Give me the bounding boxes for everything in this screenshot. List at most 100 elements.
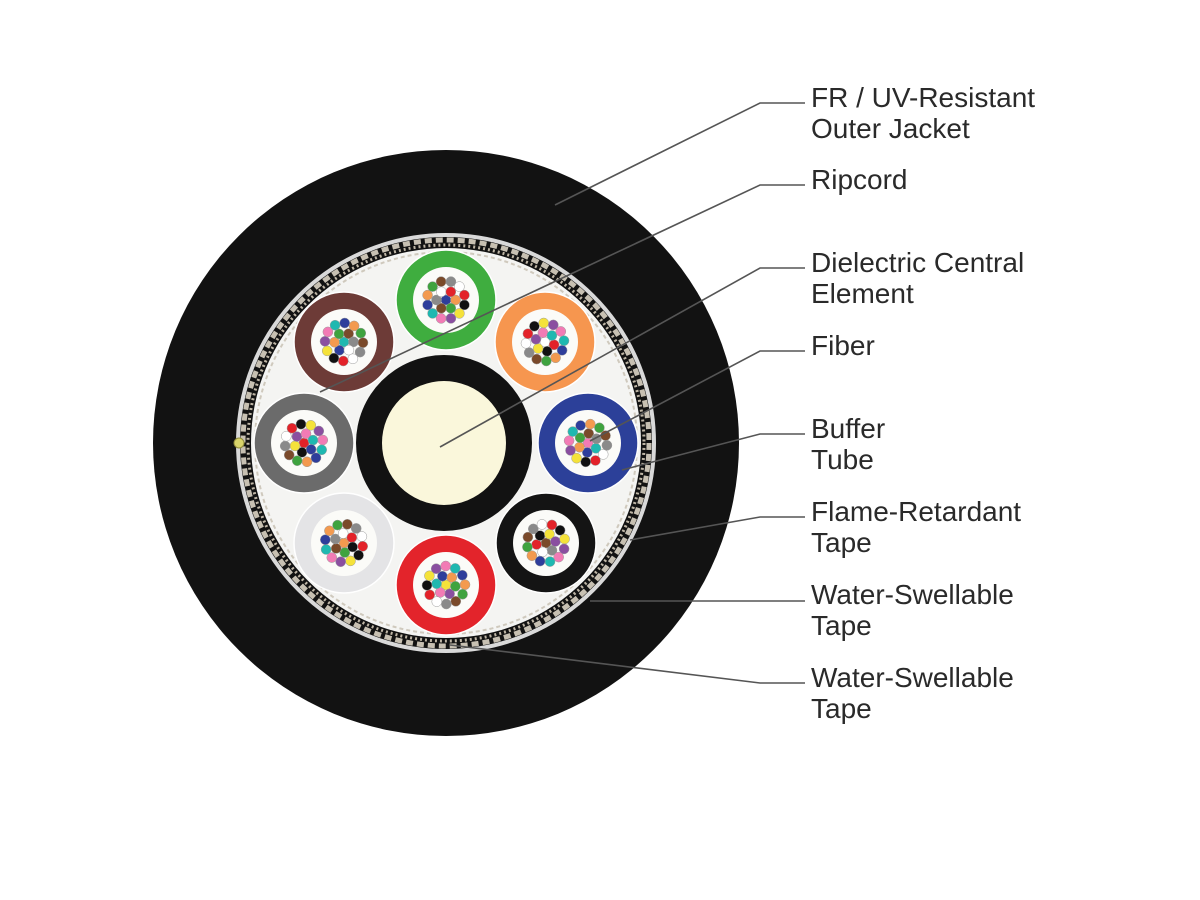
fiber xyxy=(343,344,355,356)
fiber xyxy=(424,589,435,601)
leader-line-fiber xyxy=(589,350,805,442)
fiber xyxy=(534,555,546,567)
fiber xyxy=(459,579,471,590)
green-buffer-tube xyxy=(395,249,497,351)
label-line: Tape xyxy=(811,693,872,724)
fiber xyxy=(346,532,358,543)
slate-buffer-tube xyxy=(253,392,355,494)
ripcord xyxy=(233,437,245,449)
fiber xyxy=(338,355,349,367)
fiber xyxy=(320,534,331,545)
fiber xyxy=(319,336,331,347)
fiber xyxy=(283,449,295,461)
fiber xyxy=(594,422,605,434)
fiber xyxy=(347,353,359,365)
label-line: Fiber xyxy=(811,330,875,361)
fiber xyxy=(523,347,535,358)
fiber xyxy=(326,552,338,563)
fiber xyxy=(550,536,561,547)
fiber xyxy=(522,328,534,339)
fiber xyxy=(563,435,575,446)
leader-line-water-swellable-tape-2 xyxy=(449,644,805,684)
water-swellable-tape-outer xyxy=(246,243,646,643)
fiber xyxy=(353,549,364,561)
fiber xyxy=(291,455,303,466)
leader-line-ripcord xyxy=(319,184,805,393)
fiber xyxy=(332,519,343,531)
fiber xyxy=(339,317,350,329)
dielectric-central-element xyxy=(382,381,506,505)
label-line: Tube xyxy=(811,444,874,475)
fiber xyxy=(553,551,564,563)
fiber xyxy=(295,418,307,430)
fiber xyxy=(434,587,446,598)
fiber xyxy=(289,440,301,452)
fiber xyxy=(313,425,325,437)
fiber xyxy=(348,320,360,332)
fiber xyxy=(320,544,332,555)
fiber xyxy=(301,456,313,468)
fiber xyxy=(357,337,369,348)
white-buffer-tube xyxy=(293,492,395,594)
fiber xyxy=(347,541,358,553)
fiber xyxy=(530,333,542,345)
fiber xyxy=(580,456,591,468)
fiber xyxy=(339,547,351,558)
fiber xyxy=(328,352,340,364)
fiber xyxy=(431,294,442,306)
fiber xyxy=(537,327,549,338)
fiber xyxy=(559,533,570,545)
fiber xyxy=(440,560,451,572)
fiber xyxy=(337,528,349,539)
fiber xyxy=(431,596,443,607)
orange-buffer-tube xyxy=(494,291,596,393)
fiber xyxy=(317,434,329,446)
leader-lines xyxy=(319,102,805,684)
label-line: Ripcord xyxy=(811,164,908,195)
fiber xyxy=(445,276,457,287)
fiber xyxy=(449,563,461,574)
leader-line-central-element xyxy=(439,267,805,448)
label-fiber: Fiber xyxy=(811,330,875,361)
fiber xyxy=(279,440,291,452)
fiber xyxy=(522,541,533,553)
fiber xyxy=(457,588,468,600)
fiber xyxy=(335,556,346,567)
fiber xyxy=(541,355,552,367)
fiber xyxy=(305,420,317,431)
fiber xyxy=(531,353,542,365)
fiber xyxy=(445,286,457,298)
fiber xyxy=(329,319,341,331)
fiber xyxy=(522,531,534,543)
fiber xyxy=(544,556,556,567)
label-line: Tape xyxy=(811,527,872,558)
fiber xyxy=(445,302,457,314)
fiber xyxy=(459,289,470,301)
label-line: FR / UV-Resistant xyxy=(811,82,1036,113)
fiber xyxy=(548,319,559,331)
fiber xyxy=(454,308,465,319)
fiber xyxy=(281,430,292,442)
fiber xyxy=(321,345,333,357)
fiber xyxy=(342,519,353,530)
red-buffer-tube xyxy=(395,534,497,636)
fiber xyxy=(546,330,558,341)
fiber xyxy=(350,523,362,534)
fiber xyxy=(430,563,442,574)
fiber xyxy=(427,281,438,292)
fiber xyxy=(300,428,312,439)
fiber xyxy=(555,326,567,337)
label-line: Flame-Retardant xyxy=(811,496,1022,527)
brown-buffer-tube xyxy=(293,291,395,393)
fiber xyxy=(305,444,317,455)
fiber xyxy=(546,519,558,531)
fiber xyxy=(436,286,447,298)
leader-line-buffer-tube xyxy=(621,433,805,471)
label-line: Outer Jacket xyxy=(811,113,970,144)
